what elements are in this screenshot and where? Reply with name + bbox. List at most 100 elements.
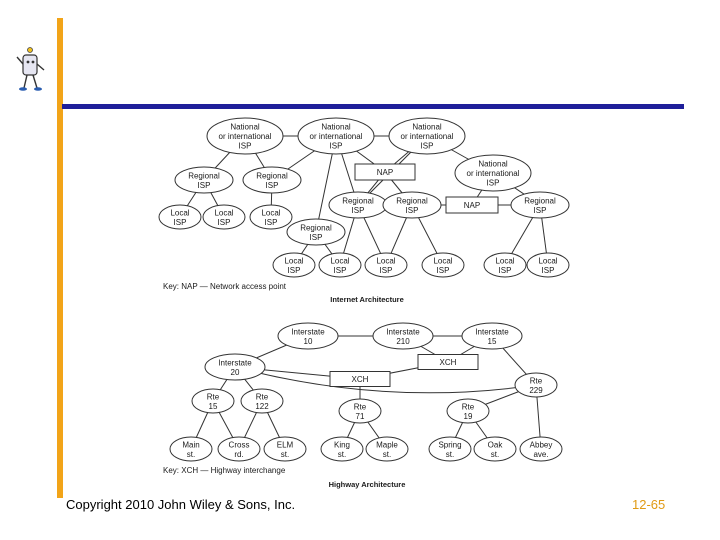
node-shape [372,322,434,350]
node-shape [318,252,362,278]
node-label: Main [182,440,199,449]
node-label: 20 [231,368,240,377]
node-label: Maple [376,440,398,449]
internet-key: Key: NAP — Network access point [163,282,287,291]
node-label: 19 [464,412,473,421]
node-label: Interstate [386,327,420,336]
node-shape [272,252,316,278]
node-label: st. [383,450,391,459]
node-shape [417,354,479,370]
node-label: ISP [380,266,393,275]
node-label: National [321,123,351,132]
node-label: rd. [234,450,243,459]
node-shape [158,204,202,230]
node-label: 122 [255,402,269,411]
node-shape [421,252,465,278]
page-number: 12-65 [632,497,666,512]
node-label: ISP [499,266,512,275]
node-shape [204,353,266,381]
mascot-icon [16,47,45,91]
node-shape [446,398,490,424]
node-shape [297,117,375,155]
node-label: Rte [256,392,269,401]
node-shape [473,436,517,462]
node-label: Local [433,256,452,265]
node-label: Local [170,208,189,217]
node-shape [320,436,364,462]
node-label: Interstate [475,327,509,336]
node-label: st. [446,450,454,459]
node-label: st. [187,450,195,459]
node-label: Local [376,256,395,265]
node-shape [445,196,499,214]
node-label: or international [310,132,363,141]
node-shape [242,166,302,194]
node-label: 71 [356,412,365,421]
node-label: 10 [304,337,313,346]
node-shape [202,204,246,230]
node-label: NAP [377,168,393,177]
interchange-node: NAP [354,163,416,181]
node-label: Local [330,256,349,265]
node-shape [483,252,527,278]
node-label: Local [538,256,557,265]
node-label: Rte [462,402,475,411]
node-label: ave. [533,450,548,459]
node-label: XCH [352,375,369,384]
node-label: ISP [198,181,211,190]
node-label: Interstate [291,327,325,336]
interchange-node: NAP [445,196,499,214]
node-label: ISP [218,218,231,227]
interchange-node: XCH [417,354,479,370]
node-label: 15 [209,402,218,411]
node-label: Regional [188,171,220,180]
node-shape [240,388,284,414]
node-label: Regional [524,196,556,205]
interchange-node: XCH [329,371,391,387]
node-label: Rte [530,376,543,385]
node-label: Local [214,208,233,217]
node-shape [354,163,416,181]
node-label: ISP [406,206,419,215]
node-label: 229 [529,386,543,395]
node-label: Spring [438,440,461,449]
node-label: Regional [342,196,374,205]
node-label: ELM [277,440,294,449]
node-shape [382,191,442,219]
node-shape [286,218,346,246]
node-shape [365,436,409,462]
node-label: Local [284,256,303,265]
node-label: or international [219,132,272,141]
node-label: National [478,160,508,169]
copyright-text: Copyright 2010 John Wiley & Sons, Inc. [66,497,296,512]
node-label: Rte [354,402,367,411]
node-label: ISP [437,266,450,275]
node-label: Cross [229,440,250,449]
